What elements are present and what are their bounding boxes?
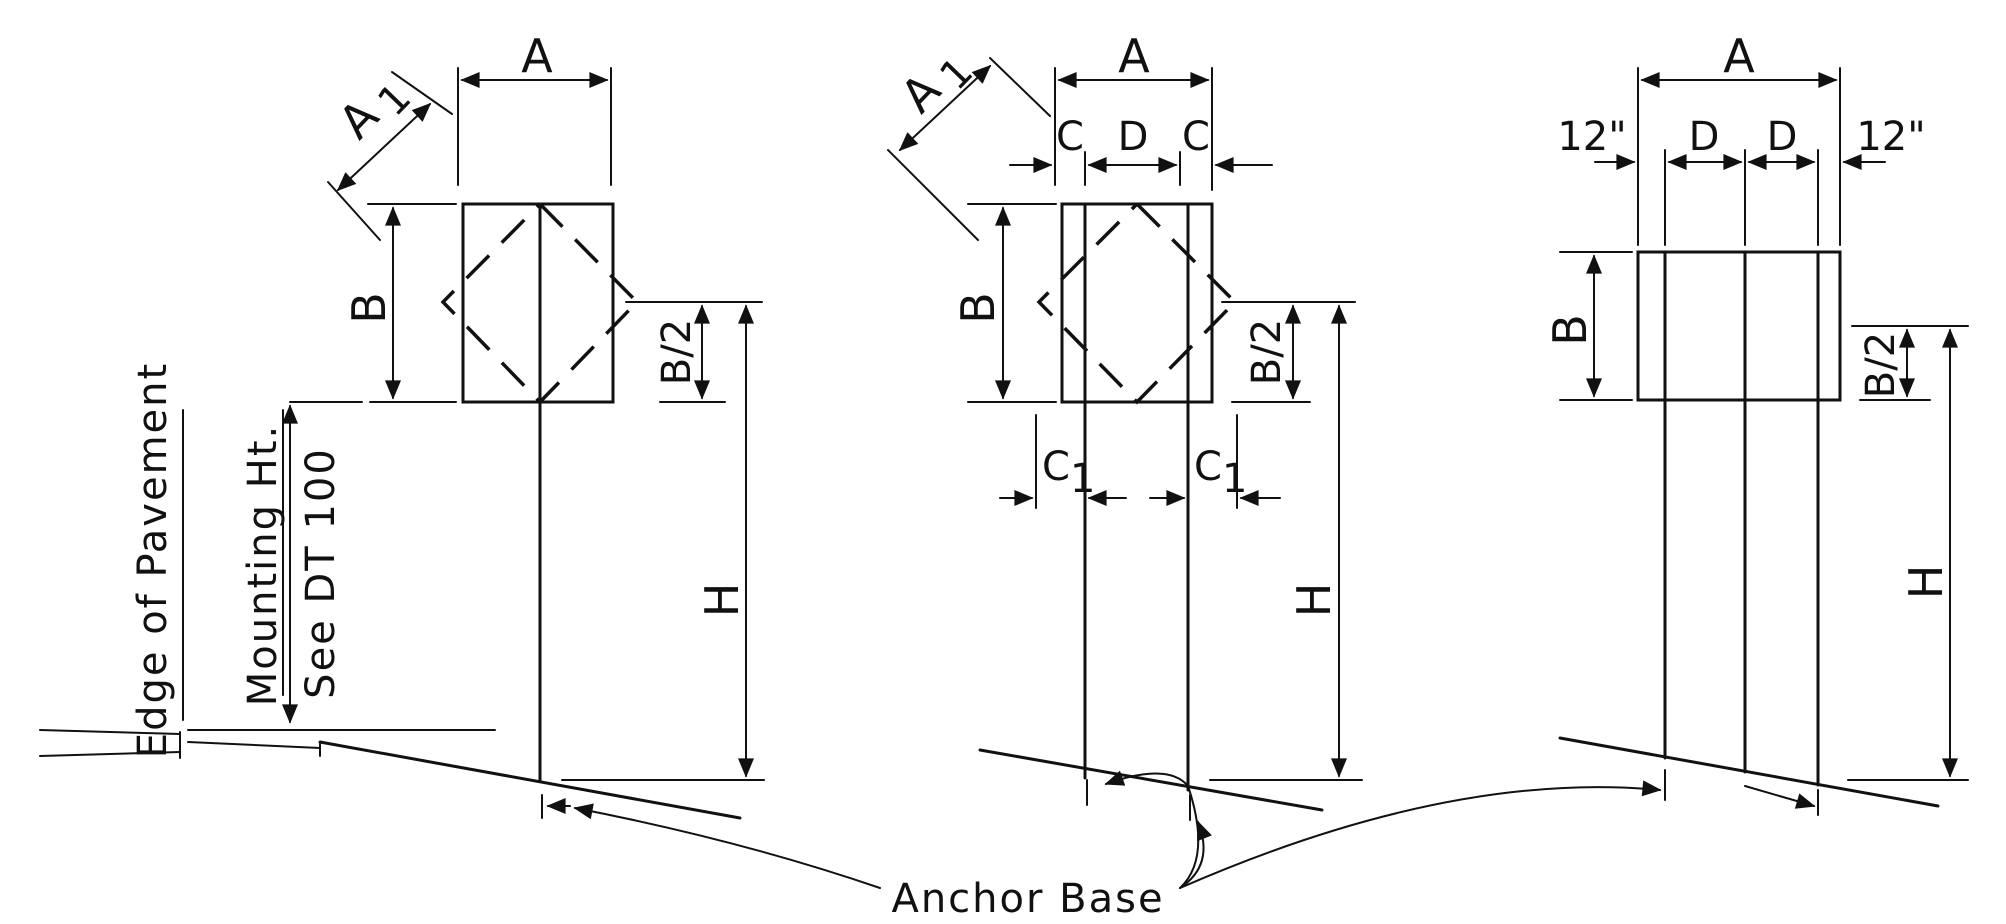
- label-d-right-right: D: [1767, 114, 1798, 160]
- label-c-left-middle: C: [1056, 114, 1084, 160]
- svg-text:C: C: [1194, 444, 1222, 490]
- label-c1-right-middle: C 1: [1194, 444, 1247, 502]
- label-d-middle: D: [1118, 114, 1149, 160]
- label-b-right: B: [1543, 314, 1597, 346]
- label-a-middle: A: [1118, 29, 1150, 83]
- diamond-sign-outline-middle: [1036, 202, 1238, 405]
- ground-line: [318, 740, 742, 820]
- mounting-ht-label: Mounting Ht.: [240, 424, 286, 706]
- anchor-base-callout: Anchor Base: [573, 770, 1662, 922]
- label-12in-right-right: 12": [1856, 114, 1925, 160]
- label-h: H: [695, 583, 749, 618]
- label-b-half-right: B/2: [1858, 332, 1904, 398]
- label-b: B: [342, 292, 396, 324]
- pavement-edge: [39, 729, 496, 759]
- sign-panel: [461, 202, 615, 404]
- label-a1-middle: A 1: [890, 49, 982, 123]
- dim-a1-line-middle: [898, 64, 992, 152]
- label-c-right-middle: C: [1182, 114, 1210, 160]
- label-h-right: H: [1899, 565, 1953, 600]
- label-a1: A 1: [328, 75, 420, 149]
- label-12in-left-right: 12": [1557, 114, 1626, 160]
- label-a: A: [521, 29, 553, 83]
- svg-text:1: 1: [1070, 456, 1095, 502]
- svg-text:C: C: [1042, 444, 1070, 490]
- two-post-sign: A A 1 C D C B B/2 H C 1 C 1: [887, 29, 1363, 821]
- leader-to-right-anchor: [1179, 780, 1662, 889]
- label-b-half-middle: B/2: [1244, 319, 1290, 385]
- ground-line-middle: [978, 748, 1324, 812]
- label-d-left-right: D: [1689, 114, 1720, 160]
- sign-panel-right: [1636, 250, 1842, 402]
- leader-to-middle-anchor-left: [1104, 770, 1200, 889]
- dim-a1-line: [336, 102, 432, 192]
- three-post-sign: A 12" D D 12" B B/2 H: [1543, 29, 1969, 816]
- label-b-middle: B: [951, 292, 1005, 324]
- single-post-sign: A A 1 B B/2 H Edge of Pavement Mounting …: [39, 29, 765, 820]
- leader-to-left-anchor: [573, 803, 881, 889]
- label-b-half: B/2: [654, 319, 700, 385]
- see-dt100-label: See DT 100: [298, 447, 344, 699]
- edge-of-pavement-label: Edge of Pavement: [130, 362, 176, 758]
- leader-to-middle-anchor-right: [1179, 820, 1212, 889]
- svg-text:1: 1: [1222, 456, 1247, 502]
- label-c1-left-middle: C 1: [1042, 444, 1095, 502]
- label-a-right: A: [1723, 29, 1755, 83]
- ground-line-right: [1558, 736, 1940, 808]
- anchor-base-label: Anchor Base: [891, 876, 1164, 922]
- label-h-middle: H: [1287, 583, 1341, 618]
